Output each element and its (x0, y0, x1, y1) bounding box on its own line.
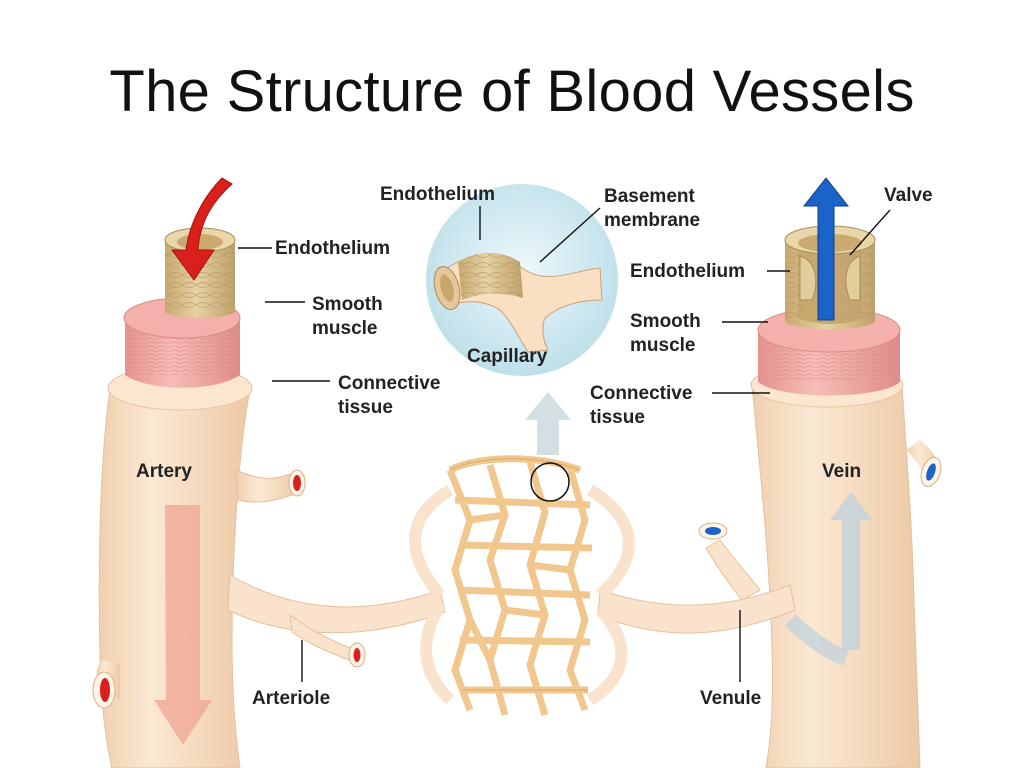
arteriole-label: Arteriole (252, 688, 330, 709)
artery-endothelium-label: Endothelium (275, 238, 390, 259)
artery-connective-label-1: Connective (338, 373, 440, 394)
artery-flow-arrow (171, 177, 233, 281)
venule-vessel (586, 484, 796, 706)
artery-smooth-muscle-label-1: Smooth (312, 294, 383, 315)
capillary-label: Capillary (467, 346, 548, 367)
vein-connective-label-2: tissue (590, 407, 645, 428)
valve-flap-left (799, 255, 817, 301)
artery-muscle-layer (123, 297, 241, 388)
artery-smooth-muscle-label-2: muscle (312, 318, 377, 339)
capillary-endothelium-label: Endothelium (380, 184, 495, 205)
valve-label: Valve (884, 185, 933, 206)
vein-endothelium-label: Endothelium (630, 261, 745, 282)
slide-title: The Structure of Blood Vessels (109, 59, 915, 124)
vein-label: Vein (822, 461, 861, 482)
capillary-bed-outline (449, 458, 588, 691)
venule-label: Venule (700, 688, 761, 709)
capillary-inset (426, 184, 618, 376)
vein-smooth-muscle-label-1: Smooth (630, 311, 701, 332)
vein-flow-arrow (802, 177, 850, 321)
vein-vessel (750, 362, 942, 768)
zoom-circle (530, 462, 570, 502)
capillary-bed (446, 455, 593, 717)
artery-vessel (92, 365, 306, 768)
leader-lines (238, 206, 891, 682)
zoom-arrow (525, 392, 571, 455)
basement-membrane-label-2: membrane (604, 210, 700, 231)
artery-label: Artery (136, 461, 192, 482)
artery-connective-label-2: tissue (338, 397, 393, 418)
vein-connective-label-1: Connective (590, 383, 692, 404)
arteriole-vessel (227, 484, 455, 705)
basement-membrane-label-1: Basement (604, 186, 695, 207)
vein-smooth-muscle-label-2: muscle (630, 335, 695, 356)
artery-endothelium-layer (164, 227, 236, 318)
valve-flap-right (845, 255, 861, 301)
